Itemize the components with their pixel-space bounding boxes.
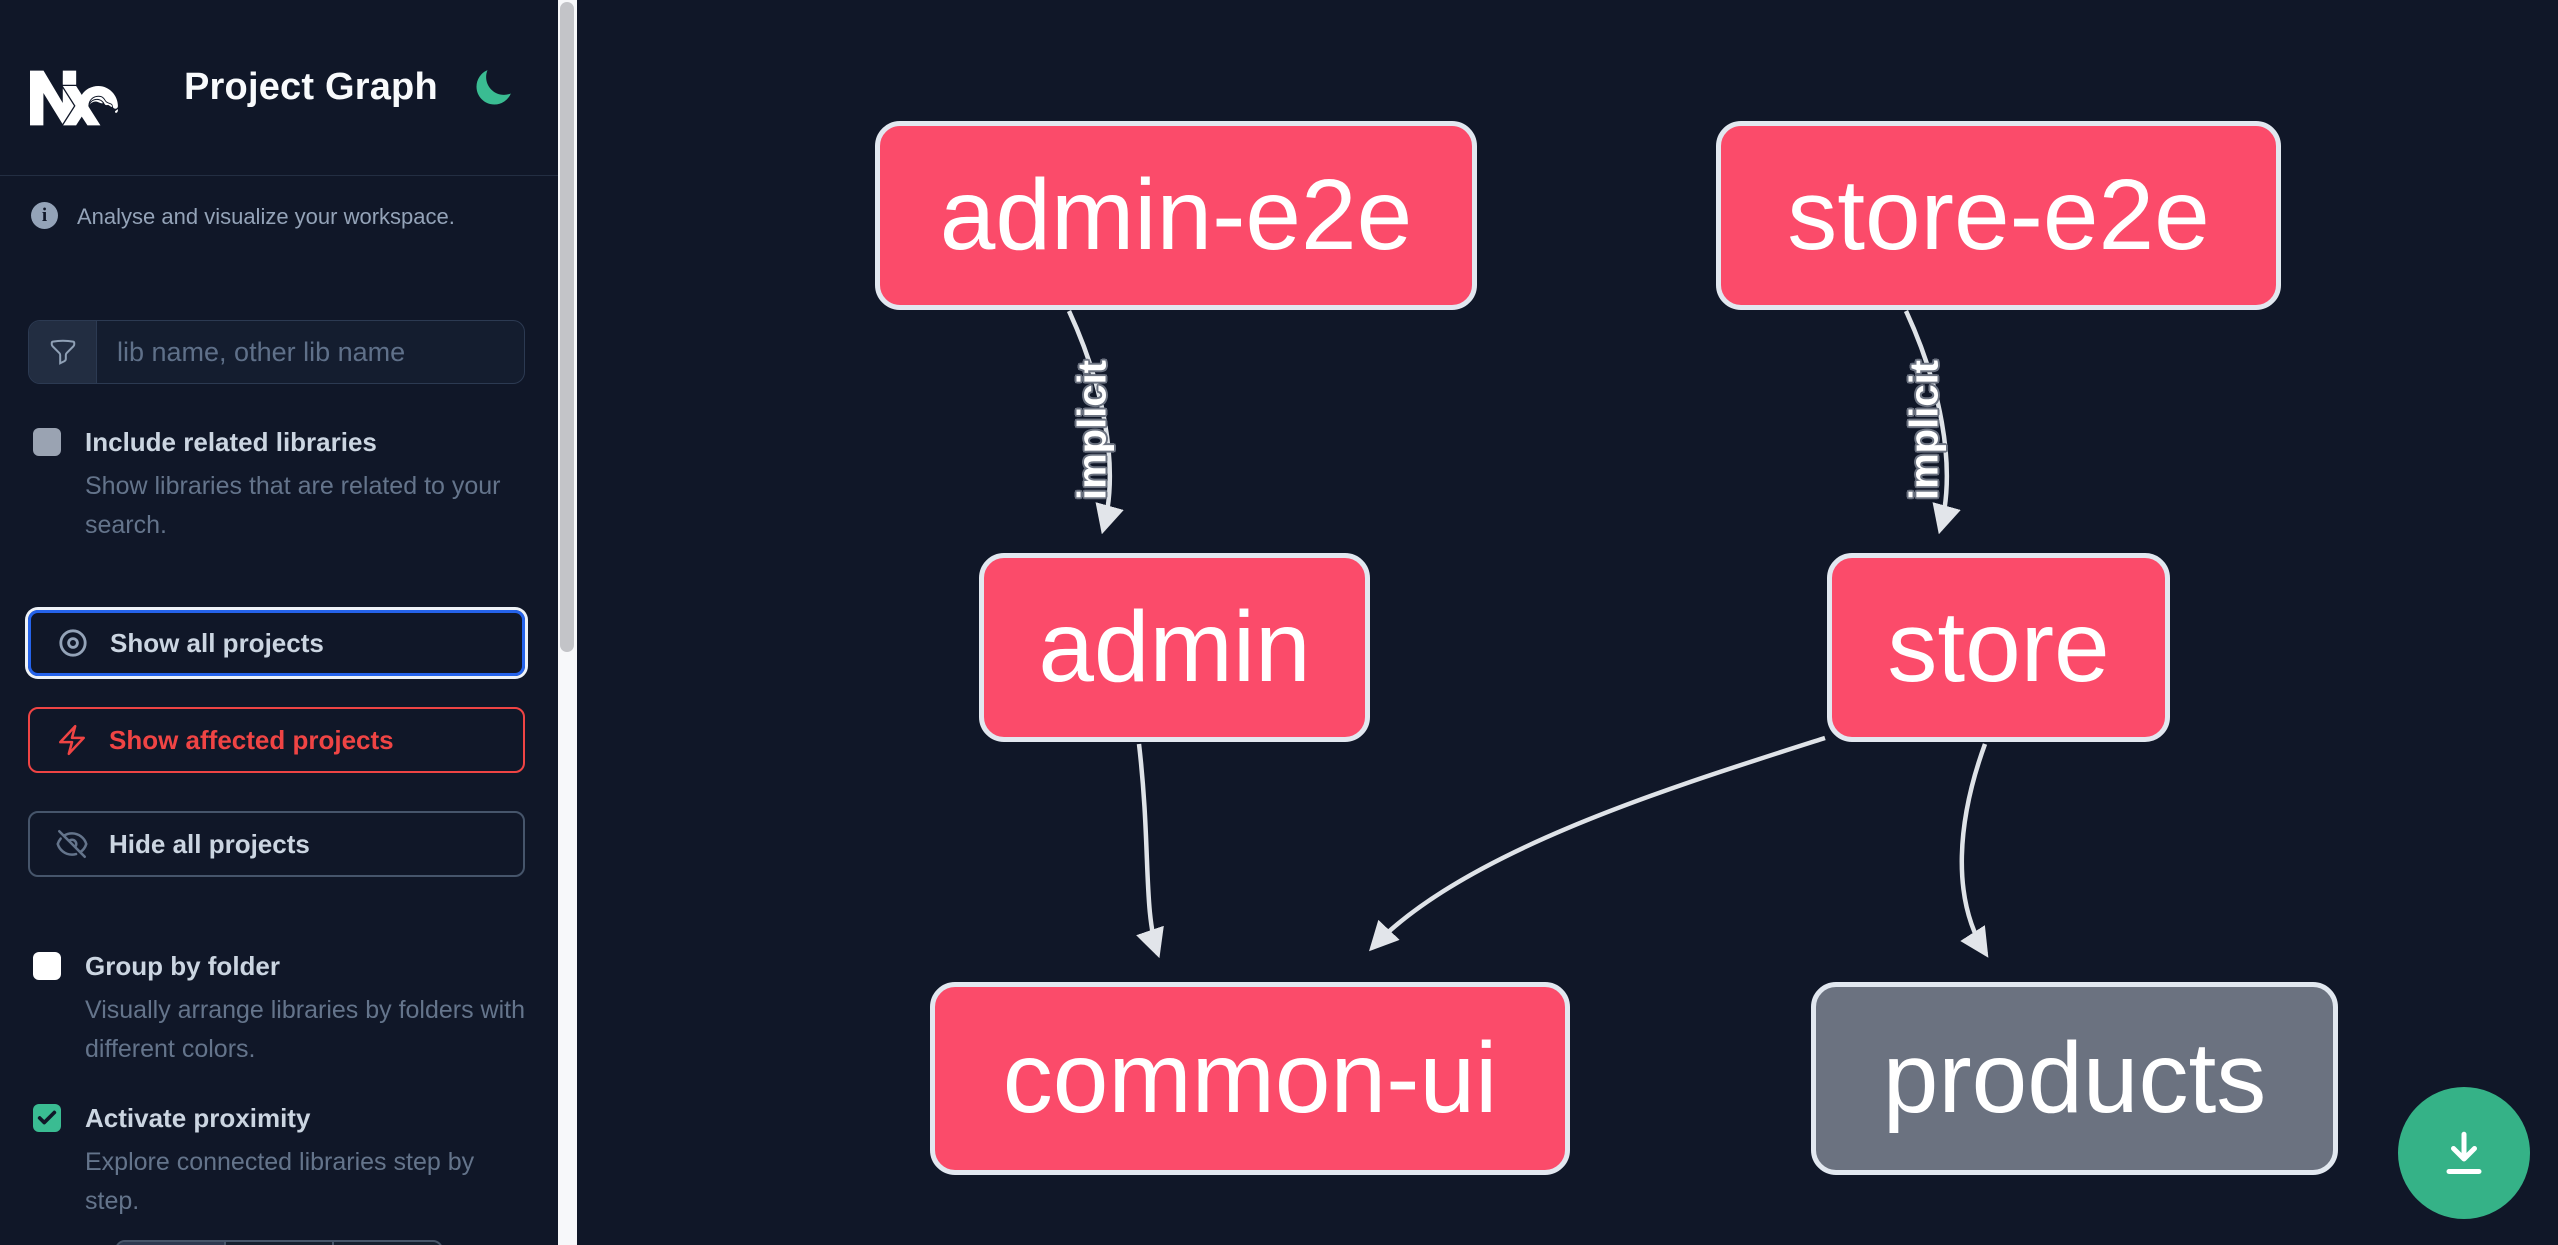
checkbox-label: Include related libraries — [85, 427, 377, 457]
bolt-icon — [59, 724, 85, 756]
filter-icon — [29, 321, 97, 383]
search-box — [28, 320, 525, 384]
info-icon: i — [31, 202, 58, 229]
header-divider — [0, 175, 558, 176]
activate-proximity-checkbox[interactable] — [33, 1104, 61, 1132]
edge-store-products[interactable] — [1959, 743, 1989, 958]
graph-node-products[interactable]: products — [1811, 982, 2338, 1175]
show-affected-projects-button[interactable]: Show affected projects — [28, 707, 525, 773]
download-icon — [2446, 1131, 2482, 1174]
edge-store-common-ui[interactable] — [1368, 735, 1826, 952]
page-title: Project Graph — [184, 66, 438, 108]
eye-icon — [59, 629, 87, 657]
graph-node-admin-e2e[interactable]: admin-e2e — [875, 121, 1477, 310]
search-input[interactable] — [97, 321, 524, 383]
depth-value — [226, 1242, 335, 1245]
graph-node-common-ui[interactable]: common-ui — [930, 982, 1570, 1175]
check-icon — [37, 1110, 57, 1125]
graph-node-store-e2e[interactable]: store-e2e — [1716, 121, 2281, 310]
nx-logo-icon — [30, 70, 118, 126]
edge-label-implicit: implicit — [1070, 359, 1115, 501]
sidebar-scrollbar-track[interactable] — [558, 0, 577, 1245]
dark-mode-moon-icon[interactable] — [471, 66, 515, 110]
checkbox-label: Group by folder — [85, 951, 280, 981]
hide-all-projects-button[interactable]: Hide all projects — [28, 811, 525, 877]
edge-store-e2e-store[interactable] — [1903, 310, 1961, 535]
eye-off-icon — [56, 829, 88, 859]
sidebar: Project Graph i Analyse and visualize yo… — [0, 0, 558, 1245]
checkbox-description: Visually arrange libraries by folders wi… — [85, 996, 526, 1063]
edge-label-implicit: implicit — [1902, 359, 1947, 501]
button-label: Hide all projects — [109, 828, 310, 859]
tagline-text: Analyse and visualize your workspace. — [77, 204, 455, 229]
edge-admin-e2e-admin[interactable] — [1066, 310, 1124, 535]
graph-node-store[interactable]: store — [1827, 553, 2170, 742]
checkbox-label: Activate proximity — [85, 1103, 311, 1133]
proximity-depth-control — [115, 1240, 443, 1245]
edge-admin-common-ui[interactable] — [1136, 743, 1164, 959]
decrement-button[interactable] — [117, 1242, 226, 1245]
checkbox-description: Explore connected libraries step by step… — [85, 1148, 475, 1215]
graph-node-admin[interactable]: admin — [979, 553, 1370, 742]
workspace-tagline: i Analyse and visualize your workspace. — [31, 201, 531, 230]
include-related-checkbox[interactable] — [33, 428, 61, 456]
show-all-projects-button[interactable]: Show all projects — [28, 610, 525, 676]
group-by-folder-checkbox[interactable] — [33, 952, 61, 980]
checkbox-description: Show libraries that are related to your … — [85, 472, 501, 539]
app-header: Project Graph — [0, 0, 558, 176]
download-graph-button[interactable] — [2398, 1087, 2530, 1219]
button-label: Show affected projects — [109, 724, 394, 755]
button-label: Show all projects — [110, 627, 324, 658]
sidebar-scrollbar-thumb[interactable] — [560, 2, 574, 652]
